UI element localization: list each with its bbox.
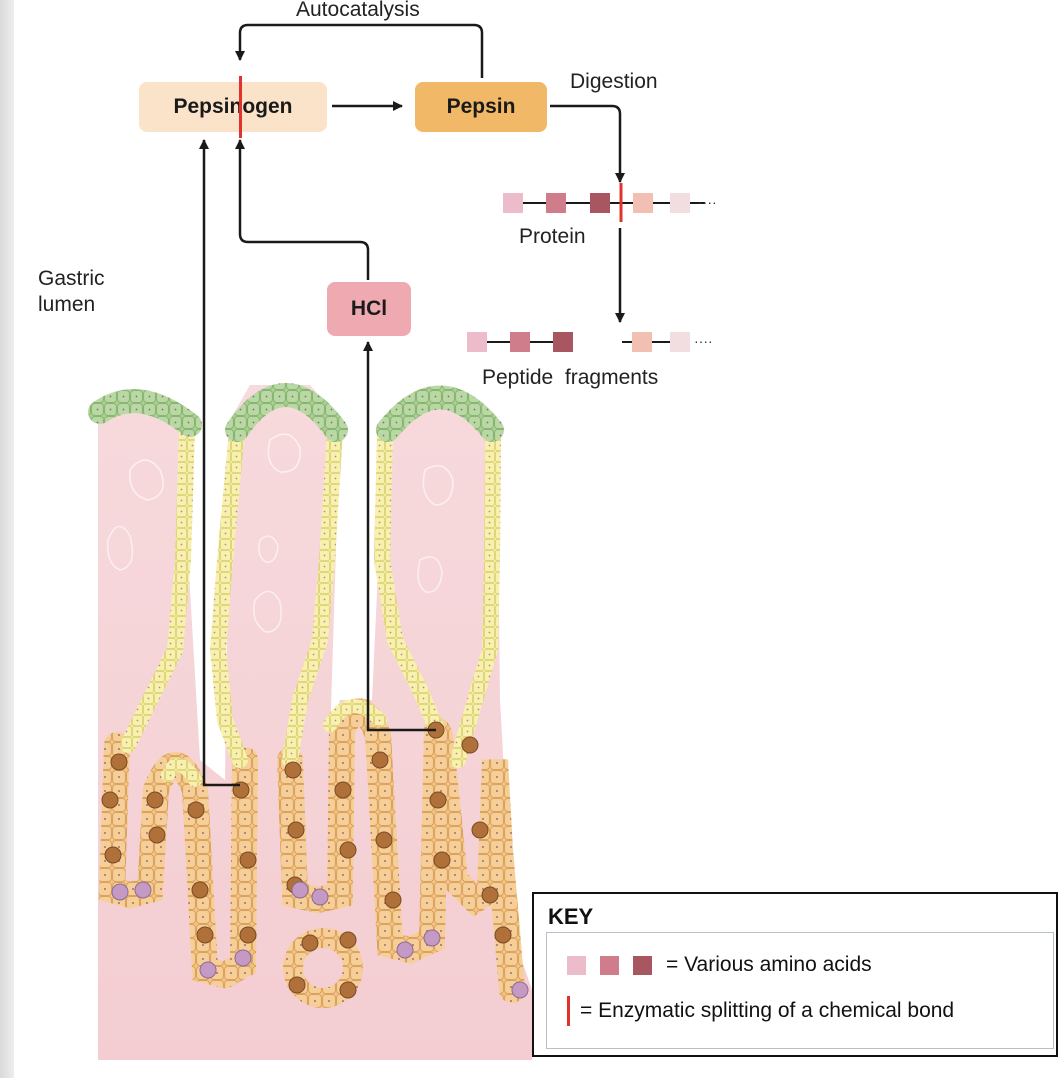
amino-acid <box>590 193 610 213</box>
gland-walls-upper <box>120 422 501 787</box>
amino-acid <box>546 193 566 213</box>
gastric-lumen-line2: lumen <box>38 293 96 316</box>
amino-acid <box>510 332 530 352</box>
amino-acid <box>553 332 573 352</box>
pepsinogen-split-mark <box>239 76 242 138</box>
amino-acid-light-swatch <box>567 955 586 975</box>
key-row-split: = Enzymatic splitting of a chemical bond <box>563 996 954 1026</box>
amino-acid <box>632 332 652 352</box>
amino-acid <box>633 193 653 213</box>
autocatalysis-label: Autocatalysis <box>296 0 420 21</box>
hcl-to-pepsinogen-arrow <box>235 139 370 280</box>
key-split-text: = Enzymatic splitting of a chemical bond <box>580 999 955 1022</box>
pepsinogen-label: Pepsinogen <box>173 95 293 118</box>
key-title: KEY <box>548 904 594 929</box>
hcl-label: HCl <box>350 297 388 320</box>
key-row-amino-acids: = Various amino acids <box>567 953 872 977</box>
key-inner-box: = Various amino acids = Enzymatic splitt… <box>546 932 1054 1049</box>
svg-text:····: ···· <box>698 194 717 210</box>
digestion-arrow <box>550 104 625 183</box>
pepsin-label: Pepsin <box>446 95 516 118</box>
peptide-fragments: ···· <box>467 332 713 352</box>
chief-to-pepsinogen-arrow <box>199 139 240 787</box>
protein-label: Protein <box>519 225 586 248</box>
pepsin-box: Pepsin <box>415 82 547 132</box>
villus-tips <box>88 383 504 442</box>
svg-text:····: ···· <box>694 333 713 349</box>
gastric-lumen-label: Gastric lumen <box>38 266 105 318</box>
autocatalysis-arrow <box>235 23 484 78</box>
amino-acid <box>670 193 690 213</box>
peptide-fragments-label: Peptide fragments <box>482 366 659 389</box>
pepsinogen-box: Pepsinogen <box>139 82 327 132</box>
key-amino-acids-text: = Various amino acids <box>666 953 872 976</box>
digestion-label: Digestion <box>570 70 658 93</box>
chief-cells <box>101 721 512 999</box>
gastric-lumen-line1: Gastric <box>38 267 105 290</box>
protein-chain: ···· <box>503 183 717 222</box>
hcl-box: HCl <box>327 282 411 336</box>
amino-acid-dark-swatch <box>633 955 652 975</box>
base-cells <box>111 881 529 999</box>
parietal-to-hcl-arrow <box>363 341 436 732</box>
amino-acid-mid-swatch <box>600 955 619 975</box>
flow-arrows <box>199 23 625 787</box>
key-panel: KEY = Various amino acids = Enzymatic sp… <box>532 892 1058 1057</box>
amino-acid <box>467 332 487 352</box>
amino-acid <box>670 332 690 352</box>
bond-split-swatch <box>567 996 570 1026</box>
amino-acid <box>503 193 523 213</box>
left-edge-strip <box>0 0 14 1078</box>
